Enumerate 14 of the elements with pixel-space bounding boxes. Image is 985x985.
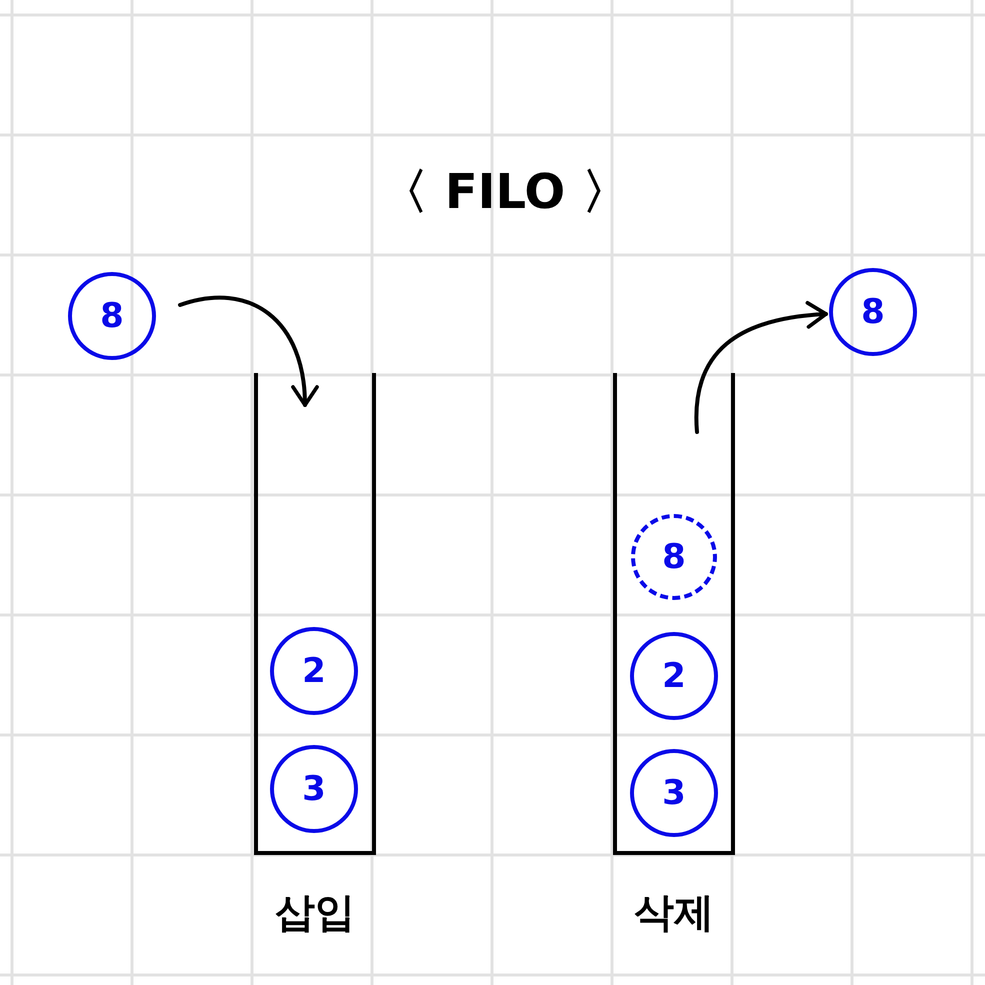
item-circle: 2 <box>270 627 358 715</box>
stack-container <box>613 373 735 855</box>
arrow <box>694 302 828 434</box>
item-circle: 2 <box>630 632 718 720</box>
item-circle: 3 <box>630 749 718 837</box>
arrow <box>178 296 318 407</box>
stack-label: 삭제 <box>634 889 714 938</box>
title: 〈 FILO 〉 <box>380 163 630 222</box>
item-circle: 8 <box>68 272 156 360</box>
stack-container <box>254 373 376 855</box>
stack-label: 삽입 <box>275 889 355 938</box>
item-circle: 3 <box>270 745 358 833</box>
item-circle: 8 <box>829 268 917 356</box>
popped-item-circle: 8 <box>631 514 717 600</box>
